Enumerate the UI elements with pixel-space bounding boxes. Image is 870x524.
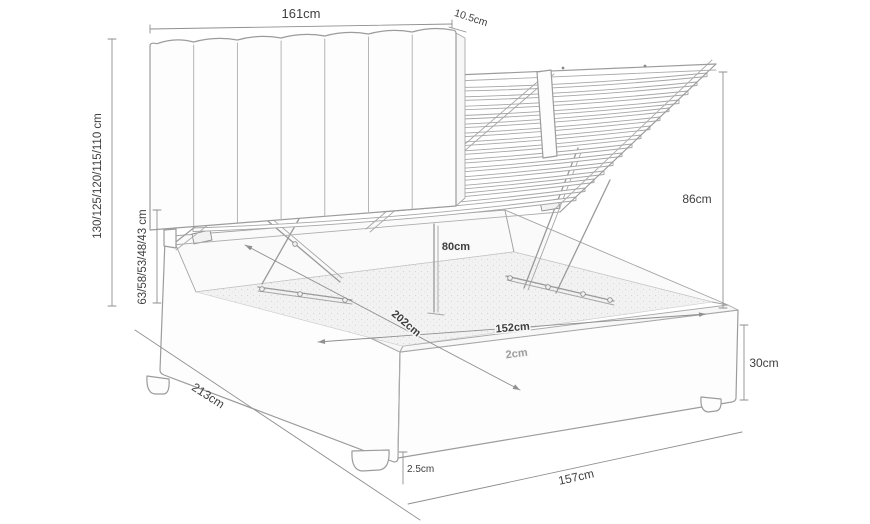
- right-strut-a: [523, 147, 579, 289]
- frame-right-rail2: [555, 59, 713, 209]
- right-floor-bracket: [505, 275, 615, 302]
- headboard: [149, 27, 466, 249]
- label-headboard-depth: 10.5cm: [453, 7, 490, 29]
- foot-left: [146, 375, 170, 395]
- label-base-side-height: 30cm: [749, 356, 778, 370]
- frame-screw-2: [561, 66, 565, 70]
- right-pivot-3: [580, 291, 586, 297]
- right-pivot-4: [607, 297, 613, 303]
- dimline-headboard-width: [149, 23, 453, 30]
- label-internal-width: 152cm: [495, 321, 530, 336]
- frame-right-rail: [559, 63, 717, 213]
- storage-base: [146, 209, 739, 472]
- foot-front: [351, 449, 390, 472]
- label-overall-width: 157cm: [557, 466, 595, 487]
- base-front-corner-seam: [397, 351, 401, 459]
- base-foot-panel: [397, 309, 739, 459]
- left-floor-bracket: [257, 286, 353, 301]
- left-pivot-1: [259, 286, 265, 292]
- label-base-height-options: 63/58/53/48/43 cm: [137, 209, 149, 304]
- left-floor-bracket2: [257, 290, 353, 305]
- dimline-overall-length: [134, 329, 421, 521]
- dimline-overall-width: [407, 431, 743, 505]
- headboard-stem: [163, 228, 177, 249]
- frame-strap: [536, 69, 558, 159]
- label-rim-thickness: 2cm: [505, 347, 529, 362]
- label-open-height: 86cm: [682, 192, 711, 206]
- storage-floor: [195, 251, 713, 347]
- right-floor-bracket2: [506, 279, 615, 306]
- left-pivot-2: [297, 291, 303, 297]
- label-headboard-width: 161cm: [281, 6, 320, 21]
- dimline-headboard-depth: [448, 26, 467, 33]
- label-under-lid-clearance: 80cm: [442, 241, 470, 253]
- headboard-channels: [193, 34, 413, 227]
- left-pivot-4: [292, 241, 298, 247]
- right-pivot-2: [545, 284, 551, 290]
- centre-prop-foot: [427, 312, 445, 316]
- right-strut-b: [555, 179, 611, 294]
- label-overall-height-options: 130/125/120/115/110 cm: [92, 113, 104, 239]
- dimension-lines: [107, 19, 749, 521]
- dimline-internal-width: [317, 313, 707, 343]
- headboard-front: [149, 27, 457, 231]
- label-foot-height: 2.5cm: [407, 464, 434, 475]
- right-strut-a2: [527, 149, 583, 291]
- headboard-side-depth: [455, 32, 466, 207]
- right-pivot-1: [507, 275, 513, 281]
- foot-right: [700, 396, 722, 413]
- dimline-internal-length: [244, 244, 521, 391]
- frame-screw-3: [643, 64, 647, 68]
